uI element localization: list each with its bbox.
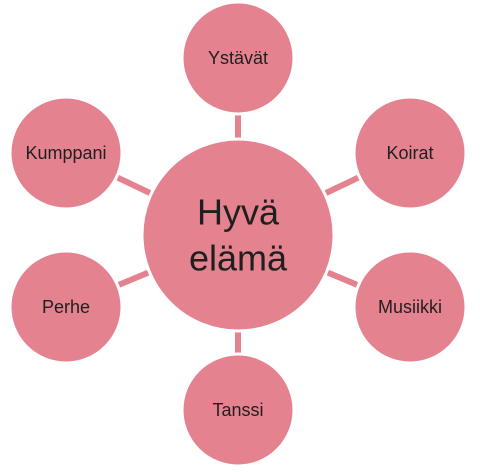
center-node-circle bbox=[140, 137, 336, 333]
node-ystavat-circle bbox=[180, 0, 296, 116]
node-perhe-circle bbox=[8, 249, 124, 365]
node-koirat-label: Koirat bbox=[386, 143, 433, 163]
center-node: Hyvä elämä bbox=[140, 137, 336, 333]
node-tanssi-label: Tanssi bbox=[212, 400, 263, 420]
node-tanssi-circle bbox=[180, 352, 296, 468]
node-perhe: Perhe bbox=[8, 249, 124, 365]
node-kumppani-label: Kumppani bbox=[25, 143, 106, 163]
node-musiikki: Musiikki bbox=[352, 249, 468, 365]
node-koirat-circle bbox=[352, 95, 468, 211]
center-label-line2: elämä bbox=[189, 238, 288, 279]
center-label-line1: Hyvä bbox=[197, 192, 280, 233]
node-tanssi: Tanssi bbox=[180, 352, 296, 468]
node-kumppani: Kumppani bbox=[8, 95, 124, 211]
node-kumppani-circle bbox=[8, 95, 124, 211]
node-ystavat-label: Ystävät bbox=[208, 48, 268, 68]
node-musiikki-label: Musiikki bbox=[378, 297, 442, 317]
node-ystavat: Ystävät bbox=[180, 0, 296, 116]
node-koirat: Koirat bbox=[352, 95, 468, 211]
node-musiikki-circle bbox=[352, 249, 468, 365]
node-perhe-label: Perhe bbox=[42, 297, 90, 317]
